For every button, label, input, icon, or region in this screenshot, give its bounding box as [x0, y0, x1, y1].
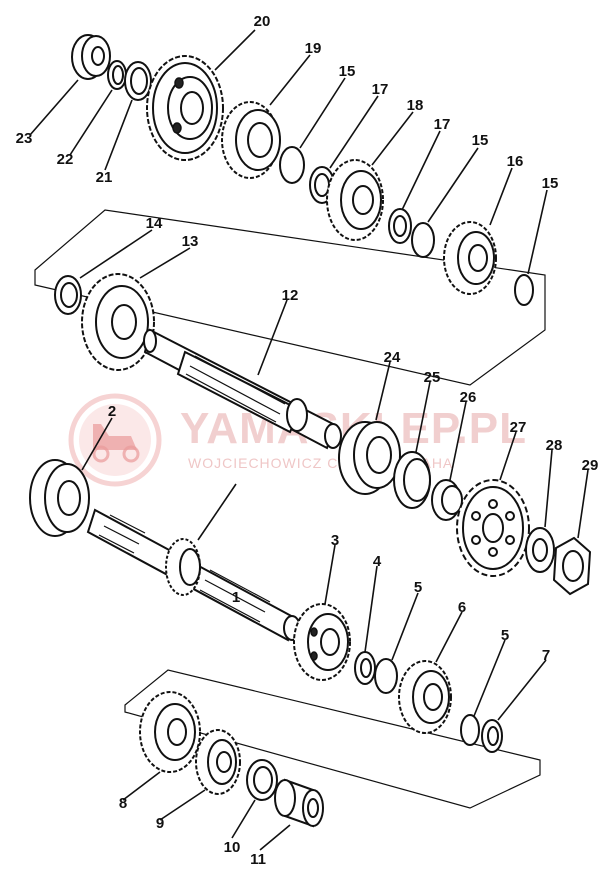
part-7-washer: [481, 719, 503, 753]
part-6-gear: [398, 660, 452, 734]
part-11-bushing: [274, 778, 324, 828]
part-15-circlip-2: [411, 222, 435, 258]
callout-2: 2: [108, 403, 116, 420]
callout-9: 9: [156, 815, 164, 832]
callout-15: 15: [339, 63, 356, 80]
callout-27: 27: [510, 419, 527, 436]
callout-19: 19: [305, 40, 322, 57]
part-26-collar: [431, 479, 463, 521]
callout-23: 23: [16, 130, 33, 147]
callout-4: 4: [373, 553, 382, 570]
upper-group-outline: [34, 209, 546, 386]
part-8-gear: [139, 691, 201, 773]
part-13-gear: [81, 273, 155, 371]
callout-16: 16: [507, 153, 524, 170]
part-28-lock-washer: [525, 527, 555, 573]
callout-17b: 17: [434, 116, 451, 133]
part-19-gear: [221, 101, 281, 179]
callout-1: 1: [232, 589, 240, 606]
callout-25: 25: [424, 369, 441, 386]
part-18-gear: [326, 159, 384, 241]
callout-12: 12: [282, 287, 299, 304]
callout-17: 17: [372, 81, 389, 98]
part-23-bearing: [71, 34, 111, 80]
leader-lines: [29, 29, 589, 851]
callout-5b: 5: [501, 627, 509, 644]
callout-5: 5: [414, 579, 422, 596]
callout-15c: 15: [542, 175, 559, 192]
part-9-gear: [195, 729, 241, 795]
callout-18: 18: [407, 97, 424, 114]
part-21-washer: [124, 61, 152, 101]
callout-8: 8: [119, 795, 127, 812]
part-22-washer: [107, 60, 127, 90]
part-24-bearing: [338, 421, 401, 495]
part-3-gear: [293, 603, 351, 681]
part-25-oil-seal: [393, 451, 431, 509]
part-15-circlip-3: [514, 274, 534, 306]
callout-14: 14: [146, 215, 163, 232]
part-1-main-axle: [86, 508, 301, 642]
part-20-gear: [146, 55, 224, 161]
part-4-washer: [354, 651, 376, 685]
callout-21: 21: [96, 169, 113, 186]
part-10-washer: [246, 759, 278, 801]
callout-15b: 15: [472, 132, 489, 149]
callout-7: 7: [542, 647, 550, 664]
part-5-circlip-2: [460, 714, 480, 746]
part-12-drive-axle: [143, 328, 342, 450]
part-14-washer: [54, 275, 82, 315]
callout-6: 6: [458, 599, 466, 616]
callout-13: 13: [182, 233, 199, 250]
part-29-nut: [552, 536, 592, 596]
part-5-circlip: [374, 658, 398, 694]
part-15-circlip: [279, 146, 305, 184]
lower-group-outline: [124, 669, 541, 809]
part-2-bearing: [29, 459, 90, 537]
callout-11: 11: [250, 851, 266, 868]
part-27-sprocket: [456, 479, 530, 577]
watermark-logo: [68, 393, 162, 487]
callout-26: 26: [460, 389, 477, 406]
callout-3: 3: [331, 532, 339, 549]
callout-10: 10: [224, 839, 241, 856]
callout-29: 29: [582, 457, 599, 474]
callout-20: 20: [254, 13, 271, 30]
callout-28: 28: [546, 437, 563, 454]
callout-labels: 1 2 3 4 5 5 6 7 8 9 10 11 12 13 14 15 15…: [16, 13, 599, 868]
callout-24: 24: [384, 349, 401, 366]
callout-22: 22: [57, 151, 74, 168]
part-17-washer-2: [388, 208, 412, 244]
part-16-gear: [443, 221, 497, 295]
